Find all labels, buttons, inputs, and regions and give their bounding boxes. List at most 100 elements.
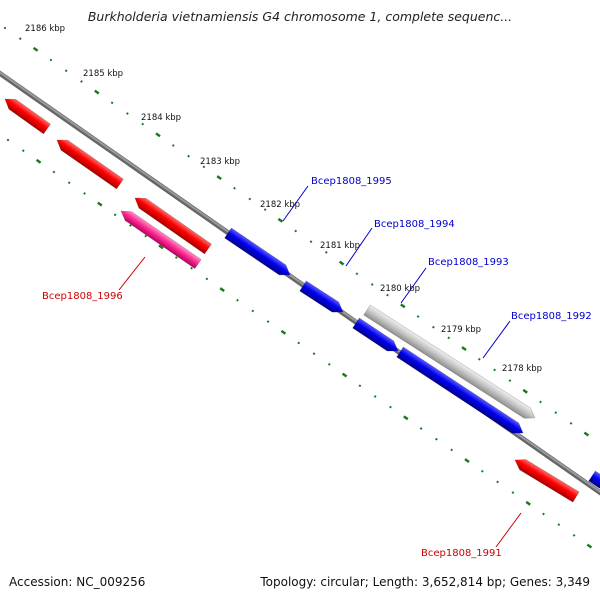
scale-tick: [461, 346, 467, 352]
gene-arrow-forward[interactable]: [588, 470, 600, 493]
scale-tick: [64, 69, 68, 73]
leader-line: [345, 227, 373, 267]
scale-tick: [266, 320, 270, 324]
tick-label: 2178 kbp: [502, 364, 542, 374]
gene-label-bcep1808-1994[interactable]: Bcep1808_1994: [374, 219, 455, 230]
scale-tick: [416, 315, 420, 318]
scale-tick: [312, 352, 316, 356]
gene-arrow-reverse[interactable]: [132, 193, 212, 255]
scale-tick: [539, 400, 542, 404]
gene-labels[interactable]: Bcep1808_1995 Bcep1808_1994 Bcep1808_199…: [42, 176, 592, 559]
scale-tick: [341, 372, 348, 378]
scale-tick: [94, 89, 100, 95]
tick-label: 2186 kbp: [25, 24, 65, 34]
scale-tick: [327, 362, 331, 366]
scale-tick: [338, 260, 345, 266]
scale-tick: [400, 303, 406, 309]
tick-label: 2185 kbp: [83, 69, 123, 79]
scale-tick: [202, 165, 206, 169]
scale-tick: [155, 132, 161, 138]
scale-tick: [432, 325, 435, 329]
tick-label: 2184 kbp: [141, 113, 181, 123]
scale-tick: [373, 395, 377, 398]
gene-arrow-bcep1808-1995[interactable]: [224, 227, 294, 280]
scale-tick: [129, 224, 132, 227]
scale-tick: [251, 309, 255, 313]
scale-tick: [309, 240, 313, 244]
gene-arrow-bcep1808-1993[interactable]: [352, 317, 402, 356]
scale-tick: [219, 287, 225, 293]
scale-tick: [554, 411, 558, 415]
scale-tick: [324, 251, 328, 254]
gene-label-bcep1808-1996[interactable]: Bcep1808_1996: [42, 291, 123, 302]
scale-tick: [277, 217, 284, 223]
scale-tick: [3, 26, 7, 30]
gene-arrow-reverse[interactable]: [54, 135, 124, 190]
scale-tick: [6, 138, 10, 142]
gene-label-leaders: [118, 185, 522, 548]
scale-tick: [18, 37, 22, 41]
gene-label-bcep1808-1993[interactable]: Bcep1808_1993: [428, 257, 509, 268]
leader-line: [400, 267, 427, 304]
scale-tick: [49, 58, 53, 62]
gene-features[interactable]: [2, 94, 600, 503]
gene-arrow-bcep1808-1992[interactable]: [396, 346, 527, 438]
scale-tick: [174, 256, 178, 259]
scale-tick: [158, 244, 164, 250]
scale-tick: [32, 46, 39, 52]
scale-tick: [525, 500, 531, 506]
gene-label-bcep1808-1992[interactable]: Bcep1808_1992: [511, 311, 592, 322]
scale-tick: [511, 491, 515, 495]
scale-tick: [205, 277, 209, 281]
accession-text: Accession: NC_009256: [9, 575, 146, 589]
scale-tick: [294, 229, 298, 233]
gene-arrow-bcep1808-1991[interactable]: [512, 455, 580, 503]
scale-tick: [141, 122, 145, 126]
scale-tick: [386, 293, 389, 297]
scale-tick: [190, 266, 193, 270]
leader-line: [482, 320, 511, 359]
tick-label: 2180 kbp: [380, 284, 420, 294]
scale-tick: [477, 357, 481, 361]
gene-label-bcep1808-1995[interactable]: Bcep1808_1995: [311, 176, 392, 187]
tick-label: 2179 kbp: [441, 325, 481, 335]
scale-tick: [187, 154, 190, 158]
scale-tick: [493, 368, 496, 372]
topology-text: Topology: circular; Length: 3,652,814 bp…: [260, 575, 590, 589]
gene-arrow-bcep1808-1996[interactable]: [118, 206, 202, 269]
scale-tick: [572, 533, 576, 537]
scale-tick: [358, 384, 362, 388]
gene-arrow-bcep1808-1994[interactable]: [299, 280, 347, 317]
scale-tick: [464, 458, 470, 464]
scale-tick: [67, 181, 71, 185]
scale-tick: [419, 427, 423, 430]
gene-arrow-reverse[interactable]: [2, 94, 51, 135]
scale-tick: [447, 336, 451, 340]
gene-label-bcep1808-1991[interactable]: Bcep1808_1991: [421, 548, 502, 559]
scale-tick: [110, 101, 114, 105]
scale-tick: [21, 149, 25, 153]
leader-line: [282, 185, 309, 222]
scale-tick: [171, 144, 175, 147]
scale-tick: [125, 112, 129, 115]
scale-tick: [389, 405, 392, 409]
scale-tick: [542, 512, 545, 516]
scale-tick: [480, 469, 484, 473]
scale-tick: [248, 197, 252, 201]
scale-tick: [586, 543, 593, 549]
scale-tick: [263, 208, 267, 212]
scale-tick: [35, 158, 42, 164]
scale-tick: [144, 234, 148, 238]
gene-arrow-pseudo[interactable]: [363, 304, 538, 423]
leader-line: [495, 512, 522, 548]
tick-label: 2182 kbp: [260, 200, 300, 210]
tick-label: 2181 kbp: [320, 241, 360, 251]
scale-tick: [233, 186, 236, 190]
scale-tick: [216, 175, 222, 181]
scale-tick: [80, 80, 83, 83]
scale-tick: [355, 272, 359, 276]
tick-label: 2183 kbp: [200, 157, 240, 167]
map-title: Burkholderia vietnamiensis G4 chromosome…: [87, 9, 513, 24]
